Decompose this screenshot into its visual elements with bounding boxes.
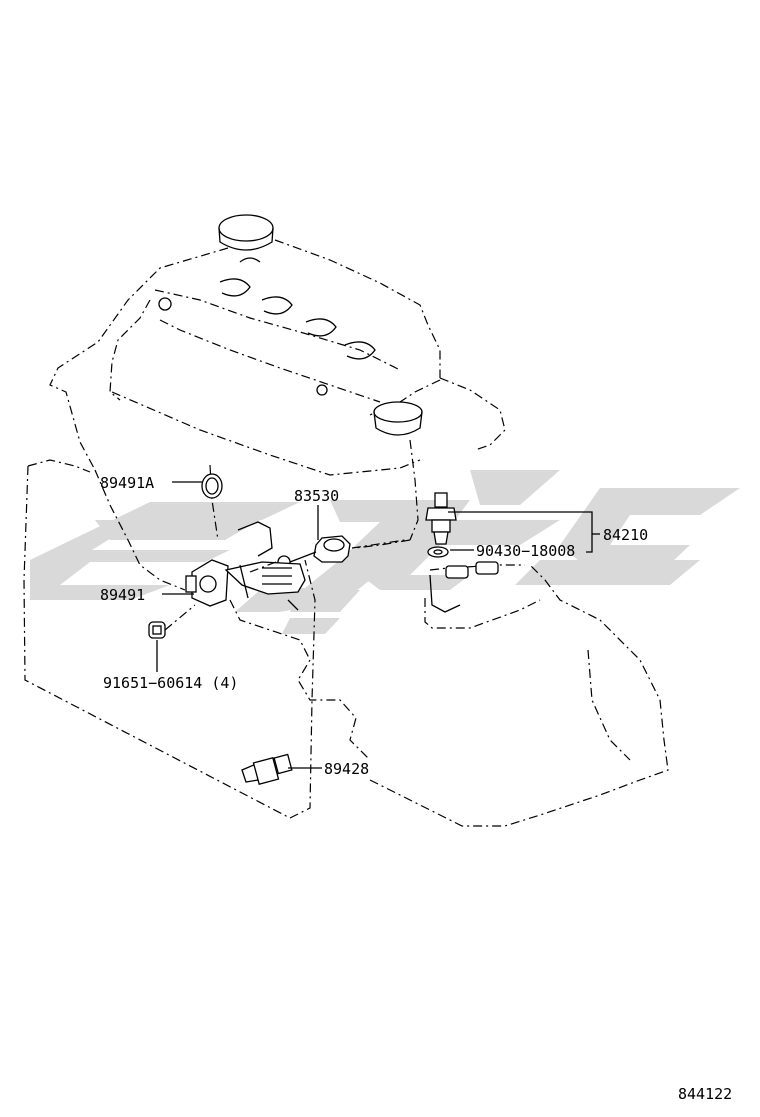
part-84210-switch — [425, 492, 457, 545]
watermark-logo — [30, 470, 740, 634]
label-89428: 89428 — [324, 760, 369, 778]
part-89491a-o-ring — [201, 473, 223, 499]
engine-outline — [23, 214, 669, 827]
label-89491a: 89491A — [100, 474, 154, 492]
label-83530: 83530 — [294, 487, 339, 505]
part-89491-sensor — [185, 521, 306, 611]
label-90430: 90430−18008 — [476, 542, 575, 560]
label-91651: 91651−60614 (4) — [103, 674, 238, 692]
part-90430-gasket — [427, 546, 449, 558]
diagram-code: 844122 — [678, 1085, 732, 1103]
label-84210: 84210 — [603, 526, 648, 544]
label-89491: 89491 — [100, 586, 145, 604]
part-labels: 89491A 83530 84210 90430−18008 89491 916… — [100, 474, 732, 1103]
part-91651-bolt — [148, 621, 166, 639]
part-89428-temp-sensor — [241, 753, 293, 786]
leader-lines — [156, 481, 600, 769]
